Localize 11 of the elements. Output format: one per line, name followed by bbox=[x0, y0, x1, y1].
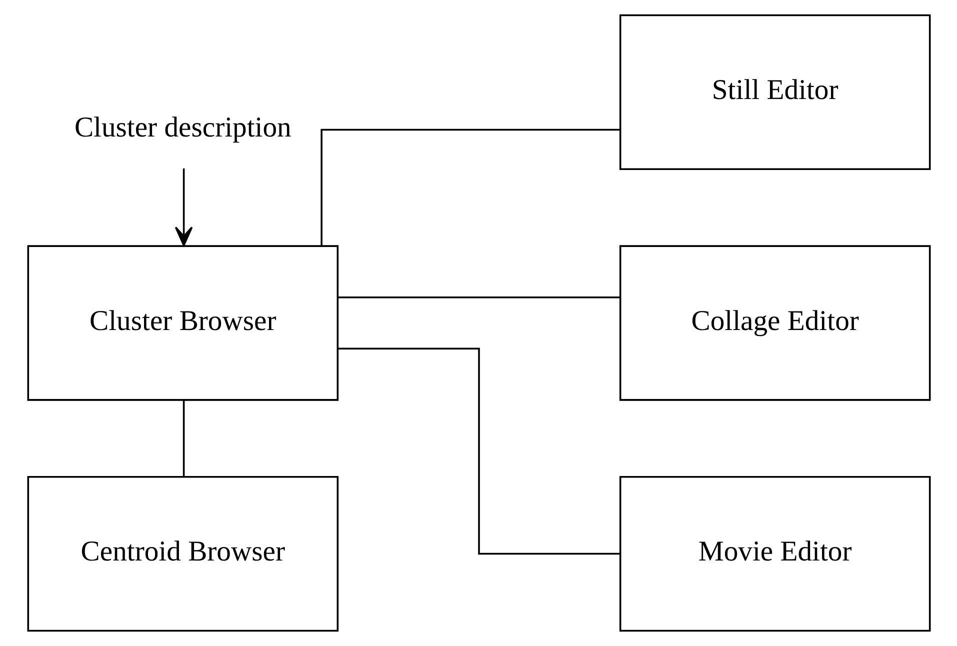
arrow bbox=[174, 168, 192, 246]
node-box: Centroid Browser bbox=[26, 476, 338, 632]
connector bbox=[320, 128, 620, 246]
node-box: Collage Editor bbox=[618, 245, 930, 401]
connector bbox=[182, 400, 184, 476]
node-box: Still Editor bbox=[618, 14, 930, 170]
connector bbox=[337, 348, 620, 555]
node-box: Cluster Browser bbox=[26, 245, 338, 401]
node-box: Movie Editor bbox=[618, 476, 930, 632]
connector bbox=[337, 296, 620, 298]
node-text: Cluster description bbox=[74, 112, 291, 144]
